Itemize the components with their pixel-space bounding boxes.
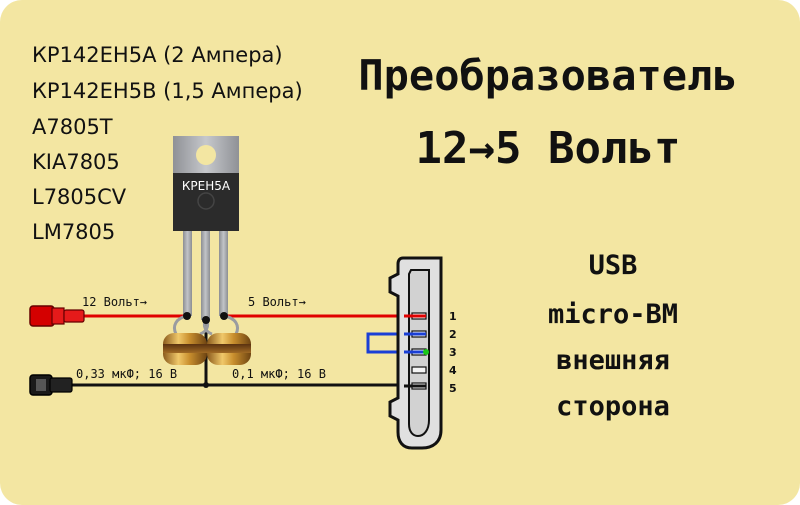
input-voltage-label: 12 Вольт→ xyxy=(82,295,147,309)
usb-label-2: micro-BM xyxy=(548,299,678,330)
usb-pin-number: 4 xyxy=(449,364,457,377)
cap-in-label: 0,33 мкФ; 16 В xyxy=(76,367,177,381)
regulator-dimple xyxy=(197,192,215,210)
regulator-leg-ground xyxy=(201,228,210,320)
solder-joint xyxy=(203,382,209,388)
voltage-regulator: КРЕН5А xyxy=(173,136,239,320)
capacitor-input xyxy=(163,314,210,365)
title-line-1: Преобразователь xyxy=(358,51,737,100)
usb-pin-number: 5 xyxy=(449,382,457,395)
usb-pin-contact xyxy=(411,366,427,374)
solder-joint xyxy=(220,312,228,320)
solder-joint xyxy=(183,312,191,320)
capacitor-band xyxy=(163,344,207,353)
usb-pin-number: 1 xyxy=(449,310,457,323)
output-voltage-label: 5 Вольт→ xyxy=(248,295,306,309)
part-item: L7805CV xyxy=(32,185,127,209)
usb-pin-number: 2 xyxy=(449,328,457,341)
part-item: КР142ЕН5А (2 Ампера) xyxy=(32,43,283,67)
regulator-leg-input xyxy=(183,228,192,316)
part-item: KIA7805 xyxy=(32,150,120,174)
mounting-hole-icon xyxy=(196,145,216,165)
cap-out-label: 0,1 мкФ; 16 В xyxy=(232,367,326,381)
title-line-2: 12→5 Вольт xyxy=(416,123,681,174)
usb-connector: 1 2 3 4 5 xyxy=(388,256,457,450)
regulator-body xyxy=(173,173,239,231)
usb-label-1: USB xyxy=(589,250,638,281)
regulator-leg-output xyxy=(219,228,228,316)
pin-3-marker xyxy=(423,349,429,355)
part-item: LM7805 xyxy=(32,220,115,244)
chip-label: КРЕН5А xyxy=(182,179,231,193)
part-item: A7805T xyxy=(32,115,113,139)
black-plug-icon xyxy=(29,374,73,396)
parts-list: КР142ЕН5А (2 Ампера) КР142ЕН5В (1,5 Ампе… xyxy=(32,43,303,244)
usb-pin-number: 3 xyxy=(449,346,457,359)
usb-label-3: внешняя xyxy=(556,345,670,376)
capacitor-band xyxy=(207,344,251,353)
red-plug-icon xyxy=(29,305,85,327)
capacitor-output xyxy=(202,314,251,365)
usb-label-4: сторона xyxy=(556,391,670,422)
part-item: КР142ЕН5В (1,5 Ампера) xyxy=(32,79,303,103)
solder-joint xyxy=(202,316,210,324)
